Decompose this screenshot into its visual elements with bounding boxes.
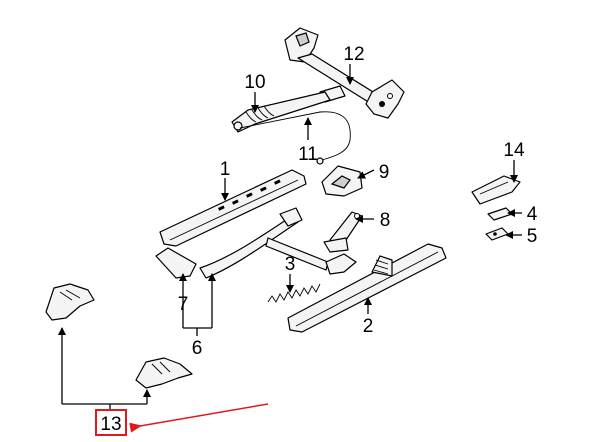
callout-10: 10 [244, 72, 265, 93]
highlight-box [95, 409, 127, 436]
part-1-left-seat-track [159, 169, 307, 247]
highlight-part-13 [95, 403, 269, 436]
callout-1: 1 [220, 159, 231, 180]
part-13-cover-rear [135, 357, 193, 389]
part-4-clip [487, 207, 513, 221]
callout-4: 4 [527, 204, 538, 225]
part-13-cover-front [45, 283, 95, 321]
highlight-arrow [129, 403, 269, 433]
callout-13: 13 [100, 414, 121, 435]
part-7-adjuster-handle [155, 247, 197, 279]
leader-lines [58, 64, 522, 410]
callout-9: 9 [379, 162, 390, 183]
callout-5: 5 [527, 226, 538, 247]
part-10-recliner-cylinder [231, 91, 331, 133]
part-9-bracket [321, 165, 363, 197]
part-12-cross-bar [284, 27, 405, 119]
callout-14: 14 [503, 140, 525, 161]
callout-11: 11 [298, 144, 318, 165]
callout-6: 6 [192, 338, 203, 359]
part-3-spring [267, 283, 321, 303]
part-6-adjuster-bar [199, 207, 357, 279]
part-2-right-seat-track [287, 243, 447, 333]
callout-3: 3 [285, 254, 296, 275]
part-5-clip [485, 227, 509, 241]
callout-2: 2 [363, 316, 374, 337]
part-11-release-cable [239, 111, 351, 165]
part-14-cover [471, 175, 521, 205]
callout-12: 12 [343, 44, 364, 65]
callout-7: 7 [178, 294, 189, 315]
callout-8: 8 [380, 210, 391, 231]
part-8-link [323, 211, 363, 253]
